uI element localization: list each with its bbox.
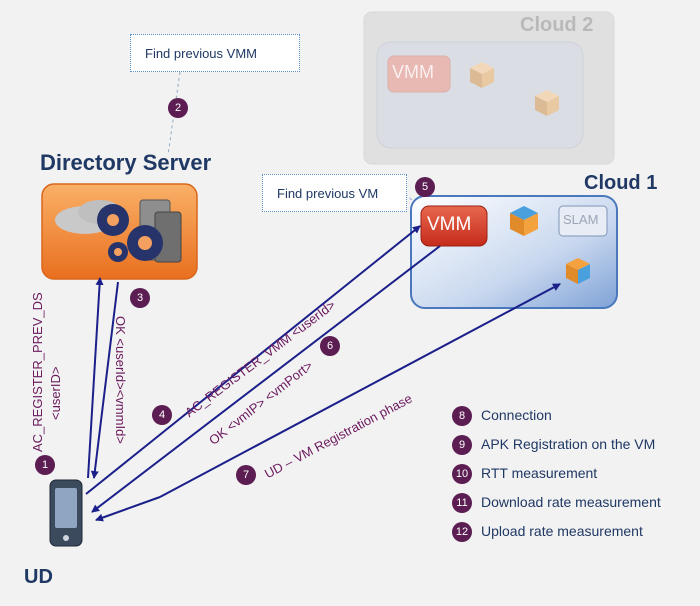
legend-label: Connection [481, 407, 552, 423]
message-1-line2: <userID> [48, 366, 63, 420]
legend-badge: 9 [452, 435, 472, 455]
arrow-7-tail [159, 283, 561, 498]
arrow-7-head [95, 496, 161, 522]
note-connector [167, 71, 181, 156]
message-1-line1: AC_REGISTER_PREV_DS [30, 292, 45, 452]
legend-badge: 12 [452, 522, 472, 542]
directory-server-title: Directory Server [40, 150, 212, 175]
slam-box-label: SLAM [563, 212, 599, 227]
mobile-device-icon [49, 479, 83, 547]
step-badge-5: 5 [415, 177, 435, 197]
legend-label: RTT measurement [481, 465, 598, 481]
legend-label: Upload rate measurement [481, 523, 643, 539]
legend-badge: 8 [452, 406, 472, 426]
cloud1-title: Cloud 1 [584, 172, 658, 194]
vmm-faded-label: VMM [392, 62, 434, 82]
note-find-vm-text: Find previous VM [277, 185, 379, 201]
arrow-4 [85, 225, 421, 495]
note-find-vm: Find previous VM [262, 174, 407, 212]
step-badge-2: 2 [168, 98, 188, 118]
arrow-6 [91, 245, 441, 513]
vmm-box-label: VMM [427, 214, 472, 235]
directory-server-box [41, 183, 198, 280]
legend-label: APK Registration on the VM [481, 436, 656, 452]
legend-badge: 11 [452, 493, 472, 513]
vm-cube-icon [470, 62, 494, 88]
message-3: OK <userId><vmmId> [113, 316, 128, 444]
cloud2-group [363, 11, 615, 165]
legend-label: Download rate measurement [481, 494, 661, 510]
vm-cube-icon [535, 90, 559, 116]
vm-cube-icon [510, 206, 538, 236]
step-badge-4: 4 [152, 405, 172, 425]
arrow-1 [87, 277, 104, 479]
message-arrows [85, 225, 561, 522]
legend-badge: 10 [452, 464, 472, 484]
cloud2-title: Cloud 2 [520, 14, 594, 36]
step-badge-6: 6 [320, 336, 340, 356]
ud-title: UD [24, 566, 53, 588]
note-find-vmm: Find previous VMM [130, 34, 300, 72]
step-badge-3: 3 [130, 288, 150, 308]
vm-cube-icon [566, 258, 590, 284]
note-find-vmm-text: Find previous VMM [145, 45, 257, 61]
step-badge-1: 1 [35, 455, 55, 475]
step-badge-7: 7 [236, 465, 256, 485]
arrow-3 [90, 281, 119, 479]
